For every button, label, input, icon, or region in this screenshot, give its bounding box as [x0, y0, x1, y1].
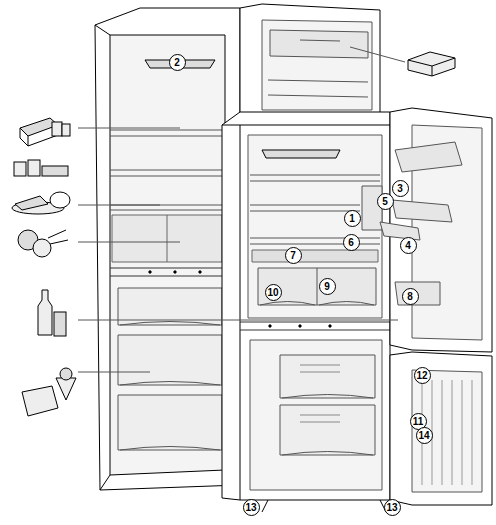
callout-number: 5	[377, 193, 394, 210]
callout-number: 4	[400, 237, 417, 254]
callout-number: 2	[169, 54, 186, 71]
callout-number: 9	[319, 278, 336, 295]
callout-number: 6	[343, 234, 360, 251]
callout-number: 14	[416, 427, 433, 444]
callout-number: 1	[344, 210, 361, 227]
callout-number: 12	[414, 367, 431, 384]
callout-number: 10	[265, 284, 282, 301]
callout-number: 13	[384, 499, 401, 516]
callout-number: 13	[243, 499, 260, 516]
callout-number: 7	[285, 247, 302, 264]
callout-number: 3	[392, 180, 409, 197]
callout-number: 8	[402, 288, 419, 305]
